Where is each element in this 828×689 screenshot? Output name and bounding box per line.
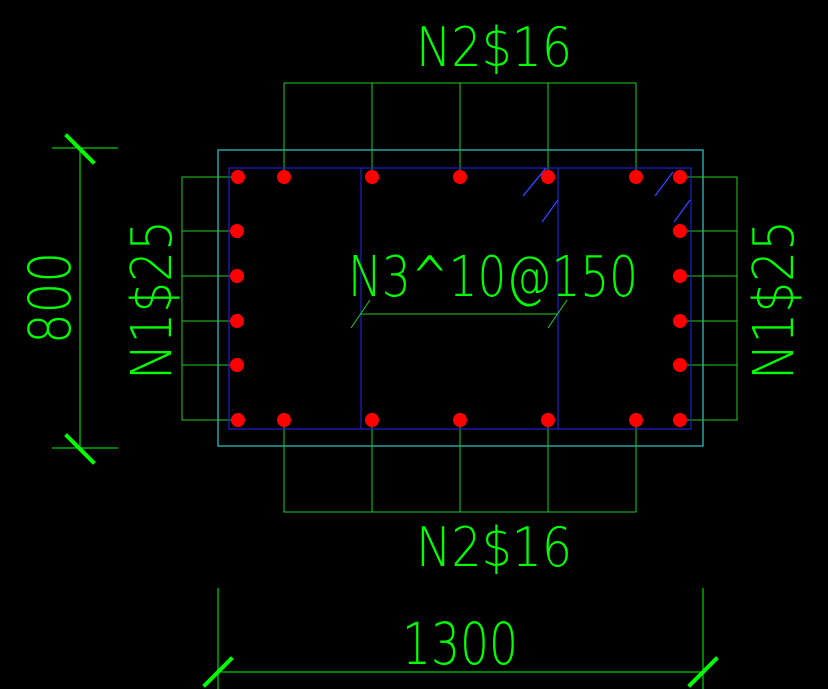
- height-tick-bottom: [64, 433, 96, 465]
- left-bar-label: N1$25: [120, 220, 185, 380]
- rebar-right: [673, 224, 687, 238]
- height-dimension-text: 800: [16, 252, 84, 344]
- rebars: [230, 170, 687, 427]
- width-tick-left: [202, 656, 234, 688]
- rebar-bottom: [629, 413, 643, 427]
- rebar-right: [673, 358, 687, 372]
- rebar-top: [277, 170, 291, 184]
- dimension-lines: [52, 147, 704, 689]
- rebar-corner-tr: [673, 170, 687, 184]
- dimension-ticks: [64, 133, 719, 688]
- right-bar-leaders: [680, 176, 738, 421]
- rebar-left: [230, 224, 244, 238]
- rebar-top: [629, 170, 643, 184]
- stirrup-hooks: [522, 167, 691, 223]
- rebar-top: [541, 170, 555, 184]
- rebar-left: [230, 358, 244, 372]
- rebar-left: [230, 314, 244, 328]
- top-bar-leaders: [283, 82, 637, 178]
- width-tick-right: [687, 656, 719, 688]
- rebar-top: [453, 170, 467, 184]
- rebar-right: [673, 314, 687, 328]
- right-bar-label: N1$25: [742, 220, 807, 380]
- rebar-corner-bl: [231, 413, 245, 427]
- outer-stirrup: [228, 167, 692, 430]
- rebar-bottom: [541, 413, 555, 427]
- rebar-left: [230, 269, 244, 283]
- rebar-bottom: [453, 413, 467, 427]
- rebar-corner-tl: [231, 170, 245, 184]
- rebar-right: [673, 269, 687, 283]
- rebar-bottom: [365, 413, 379, 427]
- rebar-bottom: [277, 413, 291, 427]
- stirrup-label: N3^10@150: [348, 245, 638, 310]
- height-tick-top: [64, 133, 96, 165]
- bottom-bar-label: N2$16: [416, 516, 572, 579]
- top-bar-label: N2$16: [416, 16, 572, 79]
- rebar-corner-br: [673, 413, 687, 427]
- rebar-top: [365, 170, 379, 184]
- width-dimension-text: 1300: [402, 610, 518, 678]
- left-bar-leaders: [181, 176, 238, 421]
- bottom-bar-leaders: [283, 420, 637, 513]
- stirrup-label-leader: [350, 299, 568, 329]
- stirrups: [228, 167, 692, 430]
